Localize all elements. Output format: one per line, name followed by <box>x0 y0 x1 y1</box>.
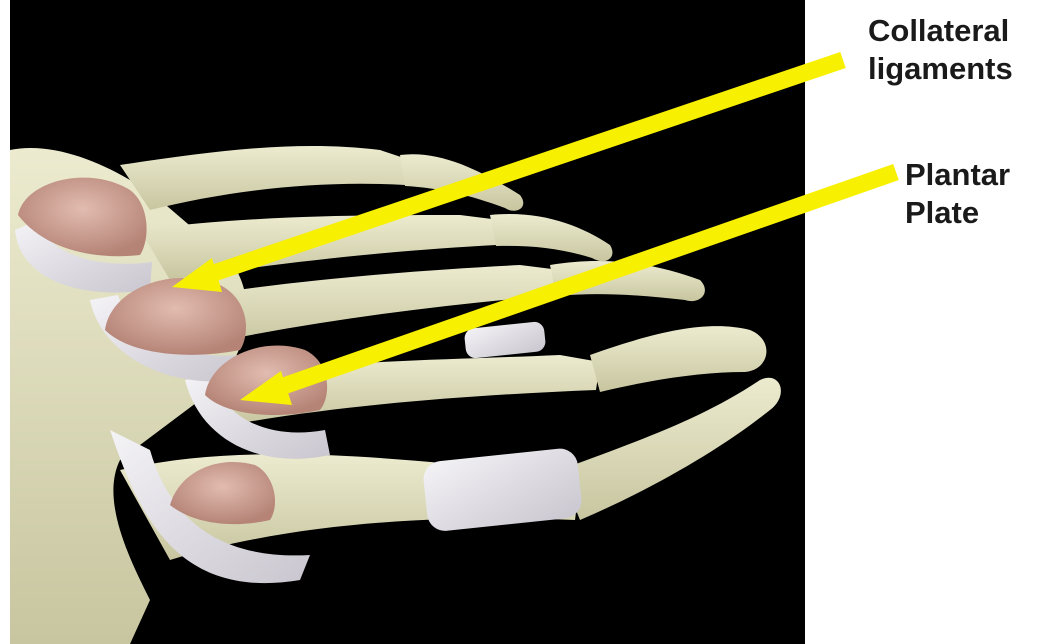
plantar-plate-label: Plantar Plate <box>905 156 1010 232</box>
collateral-ligaments-label: Collateral ligaments <box>868 12 1013 88</box>
